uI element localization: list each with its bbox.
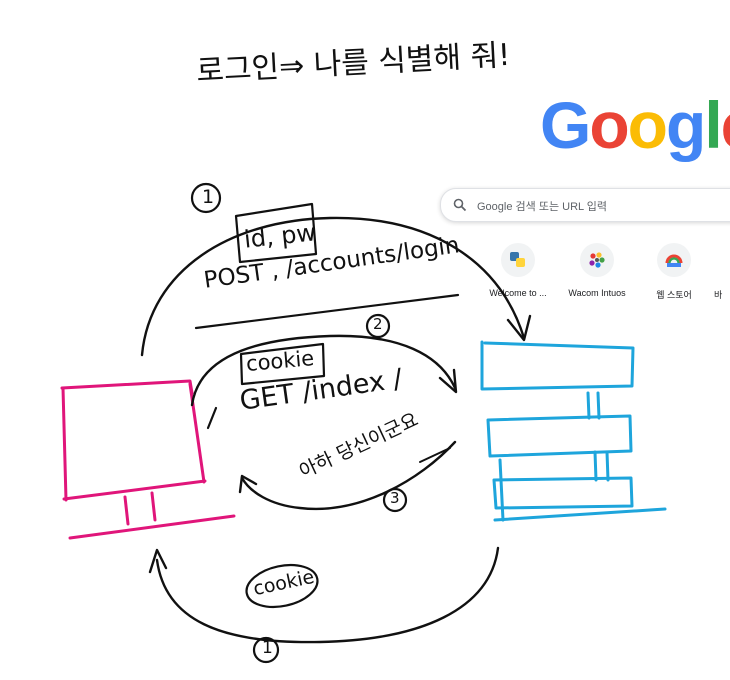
- shortcut-label: Welcome to ...: [489, 288, 547, 298]
- separator-lines: [194, 293, 460, 330]
- shortcut-partial[interactable]: 바: [712, 243, 730, 301]
- shortcut-label: 바: [714, 290, 723, 300]
- request2-arc-arrow: [190, 334, 458, 407]
- server-stack: [480, 340, 667, 522]
- client-computer: [60, 379, 236, 540]
- cookie-oval: [245, 563, 319, 609]
- webstore-icon: [657, 243, 691, 277]
- step-1-bottom-digit: 1: [262, 638, 273, 658]
- google-logo: Google: [540, 88, 730, 162]
- step-3-digit: 3: [390, 489, 400, 507]
- request-arc-arrow: [140, 216, 532, 357]
- step-circle: [190, 182, 222, 214]
- shortcut-label: Wacom Intuos: [568, 288, 626, 298]
- cookie-box: [239, 342, 326, 386]
- python-icon: [501, 243, 535, 277]
- shortcut-webstore[interactable]: 웹 스토어: [634, 243, 714, 301]
- google-search-box[interactable]: Google 검색 또는 URL 입력: [440, 188, 730, 222]
- id-pw-box: [234, 202, 318, 264]
- response-arc-arrow: [238, 440, 457, 511]
- step-circle: [252, 636, 280, 664]
- search-icon: [453, 198, 467, 212]
- step-circle: [365, 313, 391, 339]
- step-circle: [382, 487, 408, 513]
- shortcut-label: 웹 스토어: [656, 290, 692, 300]
- wacom-icon: [580, 243, 614, 277]
- shortcut-welcome[interactable]: Welcome to ...: [478, 243, 558, 298]
- step-1-top-digit: 1: [202, 186, 215, 208]
- search-placeholder: Google 검색 또는 URL 입력: [477, 201, 608, 213]
- step-2-digit: 2: [373, 315, 383, 333]
- shortcut-wacom[interactable]: Wacom Intuos: [557, 243, 637, 298]
- cookie-arc-arrow: [148, 546, 500, 644]
